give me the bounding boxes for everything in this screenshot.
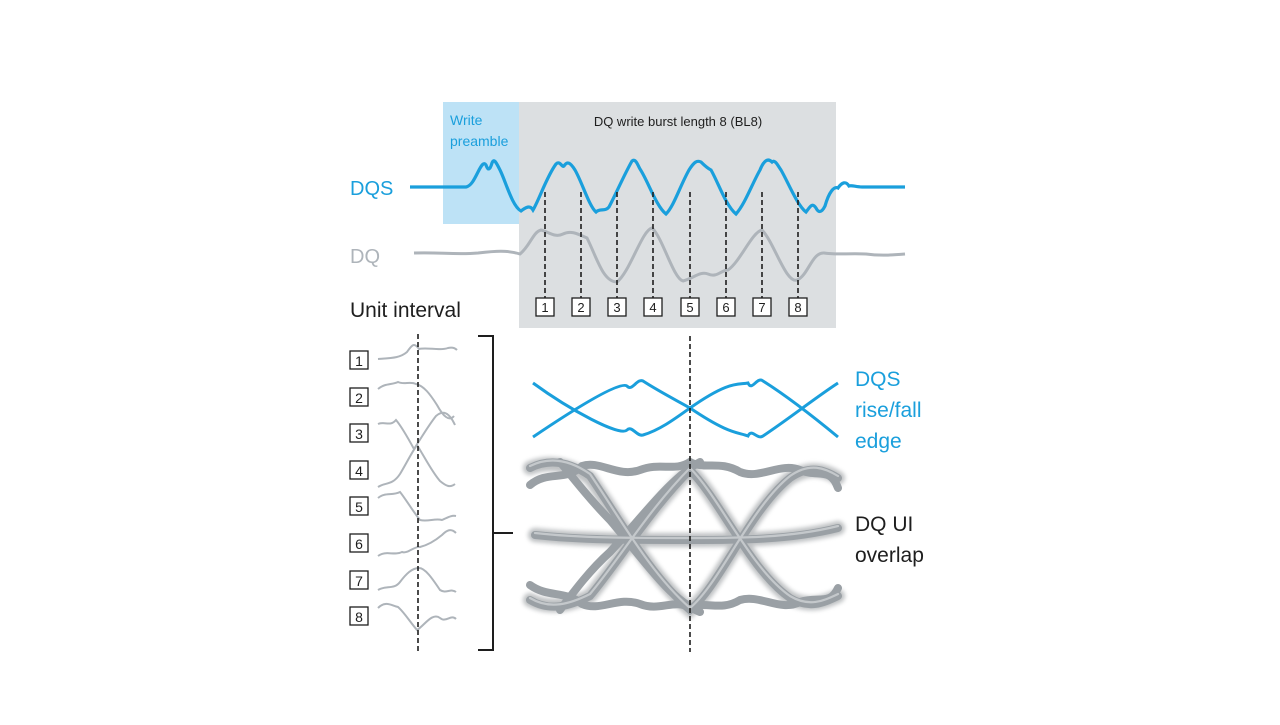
preamble-label-line1: Write [450,112,483,128]
dq-overlap-label-line1: DQ UI [855,513,913,536]
burst-bit-box-3: 3 [607,297,627,317]
ui-bit-box-6: 6 [349,533,369,553]
svg-text:5: 5 [355,499,363,515]
ui-trace-7 [377,566,457,593]
svg-text:2: 2 [577,300,584,315]
dq-overlap-label-line2: overlap [855,544,924,567]
svg-text:3: 3 [613,300,620,315]
svg-text:5: 5 [686,300,693,315]
burst-bit-box-7: 7 [752,297,772,317]
burst-title: DQ write burst length 8 (BL8) [594,114,762,129]
svg-text:4: 4 [649,300,656,315]
svg-text:1: 1 [355,353,363,369]
ui-trace-5 [377,490,457,522]
unit-interval-bracket [478,335,513,651]
dq-signal-label: DQ [350,246,380,268]
ui-trace-1 [377,344,458,360]
svg-text:3: 3 [355,426,363,442]
svg-text:7: 7 [758,300,765,315]
ui-bit-box-1: 1 [349,350,369,370]
burst-bit-box-2: 2 [571,297,591,317]
svg-text:1: 1 [541,300,548,315]
ui-bit-traces [377,344,458,632]
ui-bit-box-5: 5 [349,496,369,516]
preamble-label-line2: preamble [450,133,509,149]
svg-text:8: 8 [794,300,801,315]
ui-trace-8 [377,602,457,632]
unit-interval-label: Unit interval [350,299,461,322]
svg-text:8: 8 [355,609,363,625]
svg-text:7: 7 [355,573,363,589]
svg-text:2: 2 [355,390,363,406]
burst-bit-boxes: 1 2 3 4 5 6 7 8 [535,297,808,317]
dq-waveform [413,226,906,284]
dqs-edge-label-line3: edge [855,430,902,453]
ui-trace-4 [377,443,456,488]
dqs-eye-fall [532,379,839,439]
ui-trace-3 [377,411,456,451]
ui-bit-box-4: 4 [349,460,369,480]
svg-text:6: 6 [355,536,363,552]
ui-bit-box-3: 3 [349,423,369,443]
sample-dashes [544,192,799,298]
preamble-region [443,102,519,224]
dqs-eye [532,378,839,439]
dqs-edge-label-line2: rise/fall [855,399,922,422]
burst-bit-box-5: 5 [680,297,700,317]
dqs-edge-label-line1: DQS [855,368,901,391]
svg-text:6: 6 [722,300,729,315]
burst-region [519,102,836,328]
burst-bit-box-1: 1 [535,297,555,317]
dqs-signal-label: DQS [350,178,393,200]
burst-bit-box-4: 4 [643,297,663,317]
unit-interval-list: 1 2 3 4 5 6 7 8 [349,334,458,652]
ui-bit-box-7: 7 [349,570,369,590]
dq-eye-overlap [523,457,845,620]
burst-bit-box-8: 8 [788,297,808,317]
ui-bit-box-8: 8 [349,606,369,626]
svg-text:4: 4 [355,463,363,479]
ui-bit-box-2: 2 [349,387,369,407]
dq-eye-strand-7 [556,458,704,614]
burst-bit-box-6: 6 [716,297,736,317]
ui-trace-6 [377,529,457,557]
